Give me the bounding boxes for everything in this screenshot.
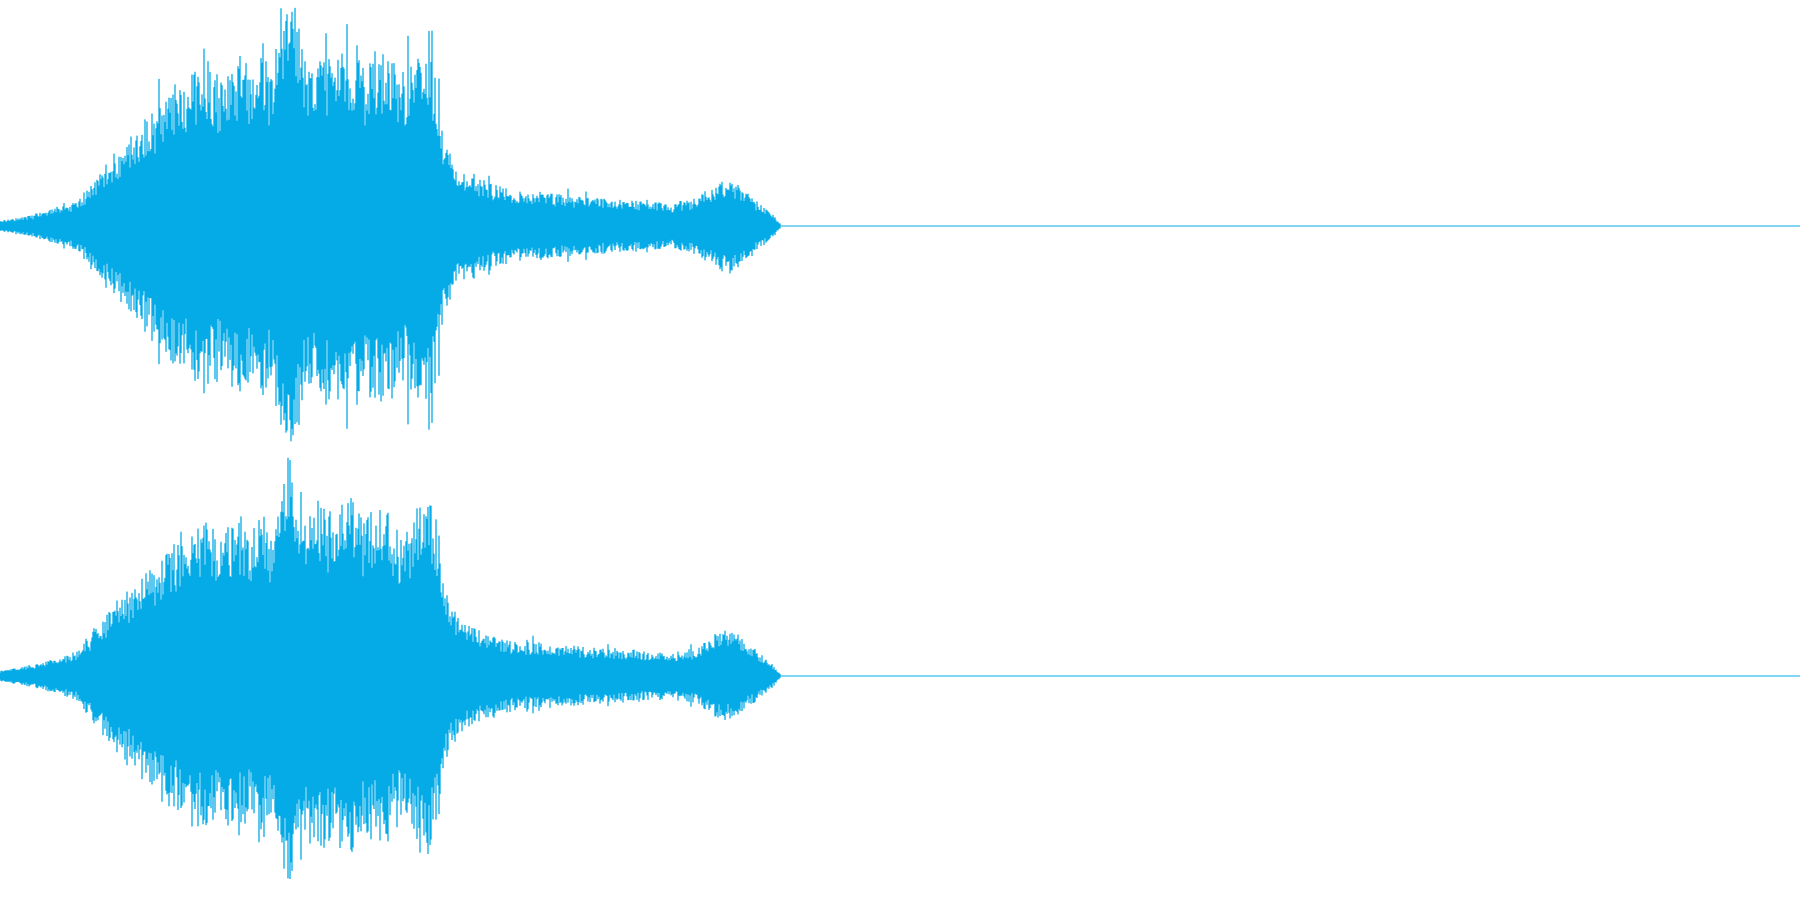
waveform-right-svg <box>0 457 1800 879</box>
waveform-channel-right <box>0 450 1800 900</box>
waveform-body <box>0 457 781 879</box>
waveform-left-svg <box>0 7 1800 442</box>
waveform-channel-left <box>0 7 1800 442</box>
waveform-body <box>0 7 781 442</box>
